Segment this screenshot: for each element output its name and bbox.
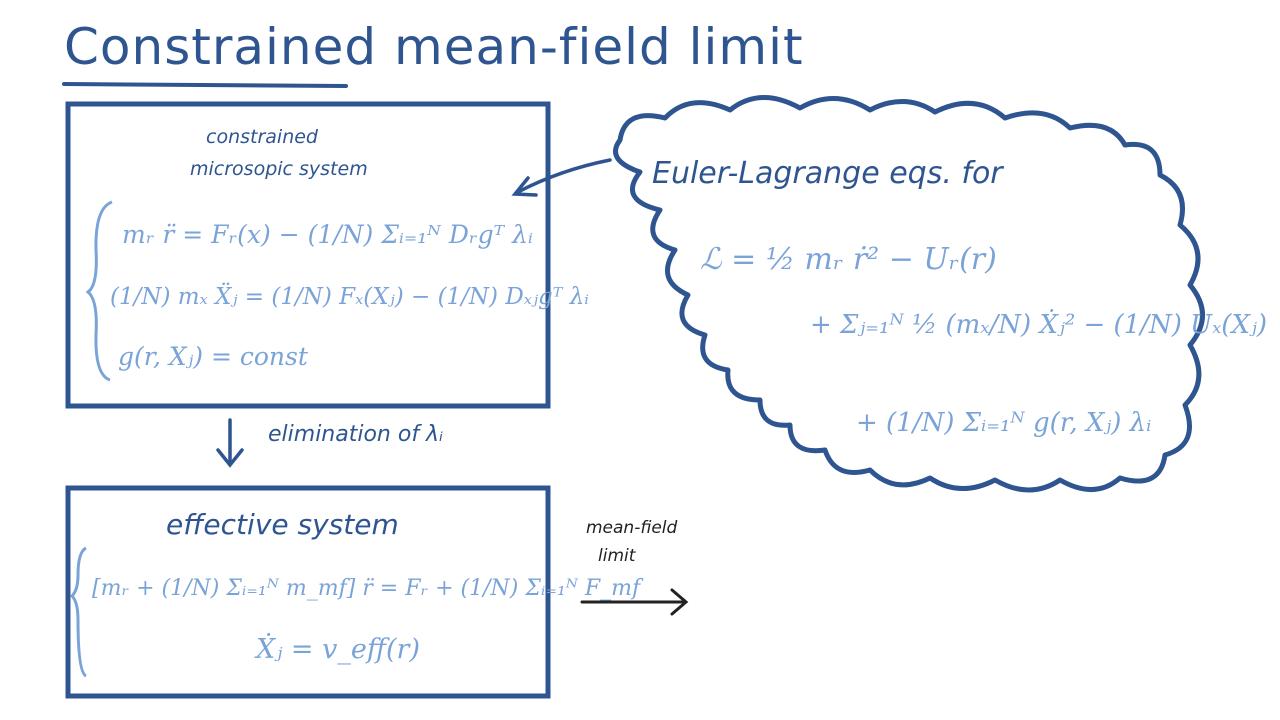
thought-cloud <box>613 95 1205 493</box>
effective-system-box <box>65 485 551 699</box>
elimination-label: elimination of λᵢ <box>268 422 444 447</box>
micro-heading-line1: constrained <box>206 126 318 148</box>
effective-equation-1: [mᵣ + (1/N) Σᵢ₌₁ᴺ m_mf] r̈ = Fᵣ + (1/N) … <box>92 576 641 601</box>
title-underline <box>62 82 348 88</box>
micro-equation-2: (1/N) mₓ Ẍⱼ = (1/N) Fₓ(Xⱼ) − (1/N) Dₓⱼgᵀ… <box>110 284 589 310</box>
page-title: Constrained mean-field limit <box>64 18 804 76</box>
micro-system-box <box>65 101 551 409</box>
lagrangian-line-3: + (1/N) Σᵢ₌₁ᴺ g(r, Xⱼ) λᵢ <box>856 408 1152 438</box>
mean-field-label-line1: mean-field <box>586 518 678 538</box>
down-arrow-icon <box>216 418 244 468</box>
effective-equation-2: Ẋⱼ = v_eff(r) <box>256 634 420 665</box>
micro-heading-line2: microsopic system <box>190 158 368 180</box>
right-arrow-icon <box>580 588 689 616</box>
effective-brace <box>69 546 88 678</box>
micro-equation-3: g(r, Xⱼ) = const <box>118 342 308 371</box>
effective-heading: effective system <box>166 508 399 541</box>
mean-field-label-line2: limit <box>598 546 636 566</box>
lagrangian-line-2: + Σⱼ₌₁ᴺ ½ (mₓ/N) Ẋⱼ² − (1/N) Uₓ(Xⱼ) <box>810 310 1267 340</box>
pointer-arrow-icon <box>511 158 612 197</box>
micro-brace <box>85 200 113 382</box>
lagrangian-line-1: ℒ = ½ mᵣ ṙ² − Uᵣ(r) <box>700 242 997 277</box>
micro-equation-1: mᵣ r̈ = Fᵣ(x) − (1/N) Σᵢ₌₁ᴺ Dᵣgᵀ λᵢ <box>122 220 533 249</box>
cloud-heading: Euler-Lagrange eqs. for <box>652 156 1003 191</box>
